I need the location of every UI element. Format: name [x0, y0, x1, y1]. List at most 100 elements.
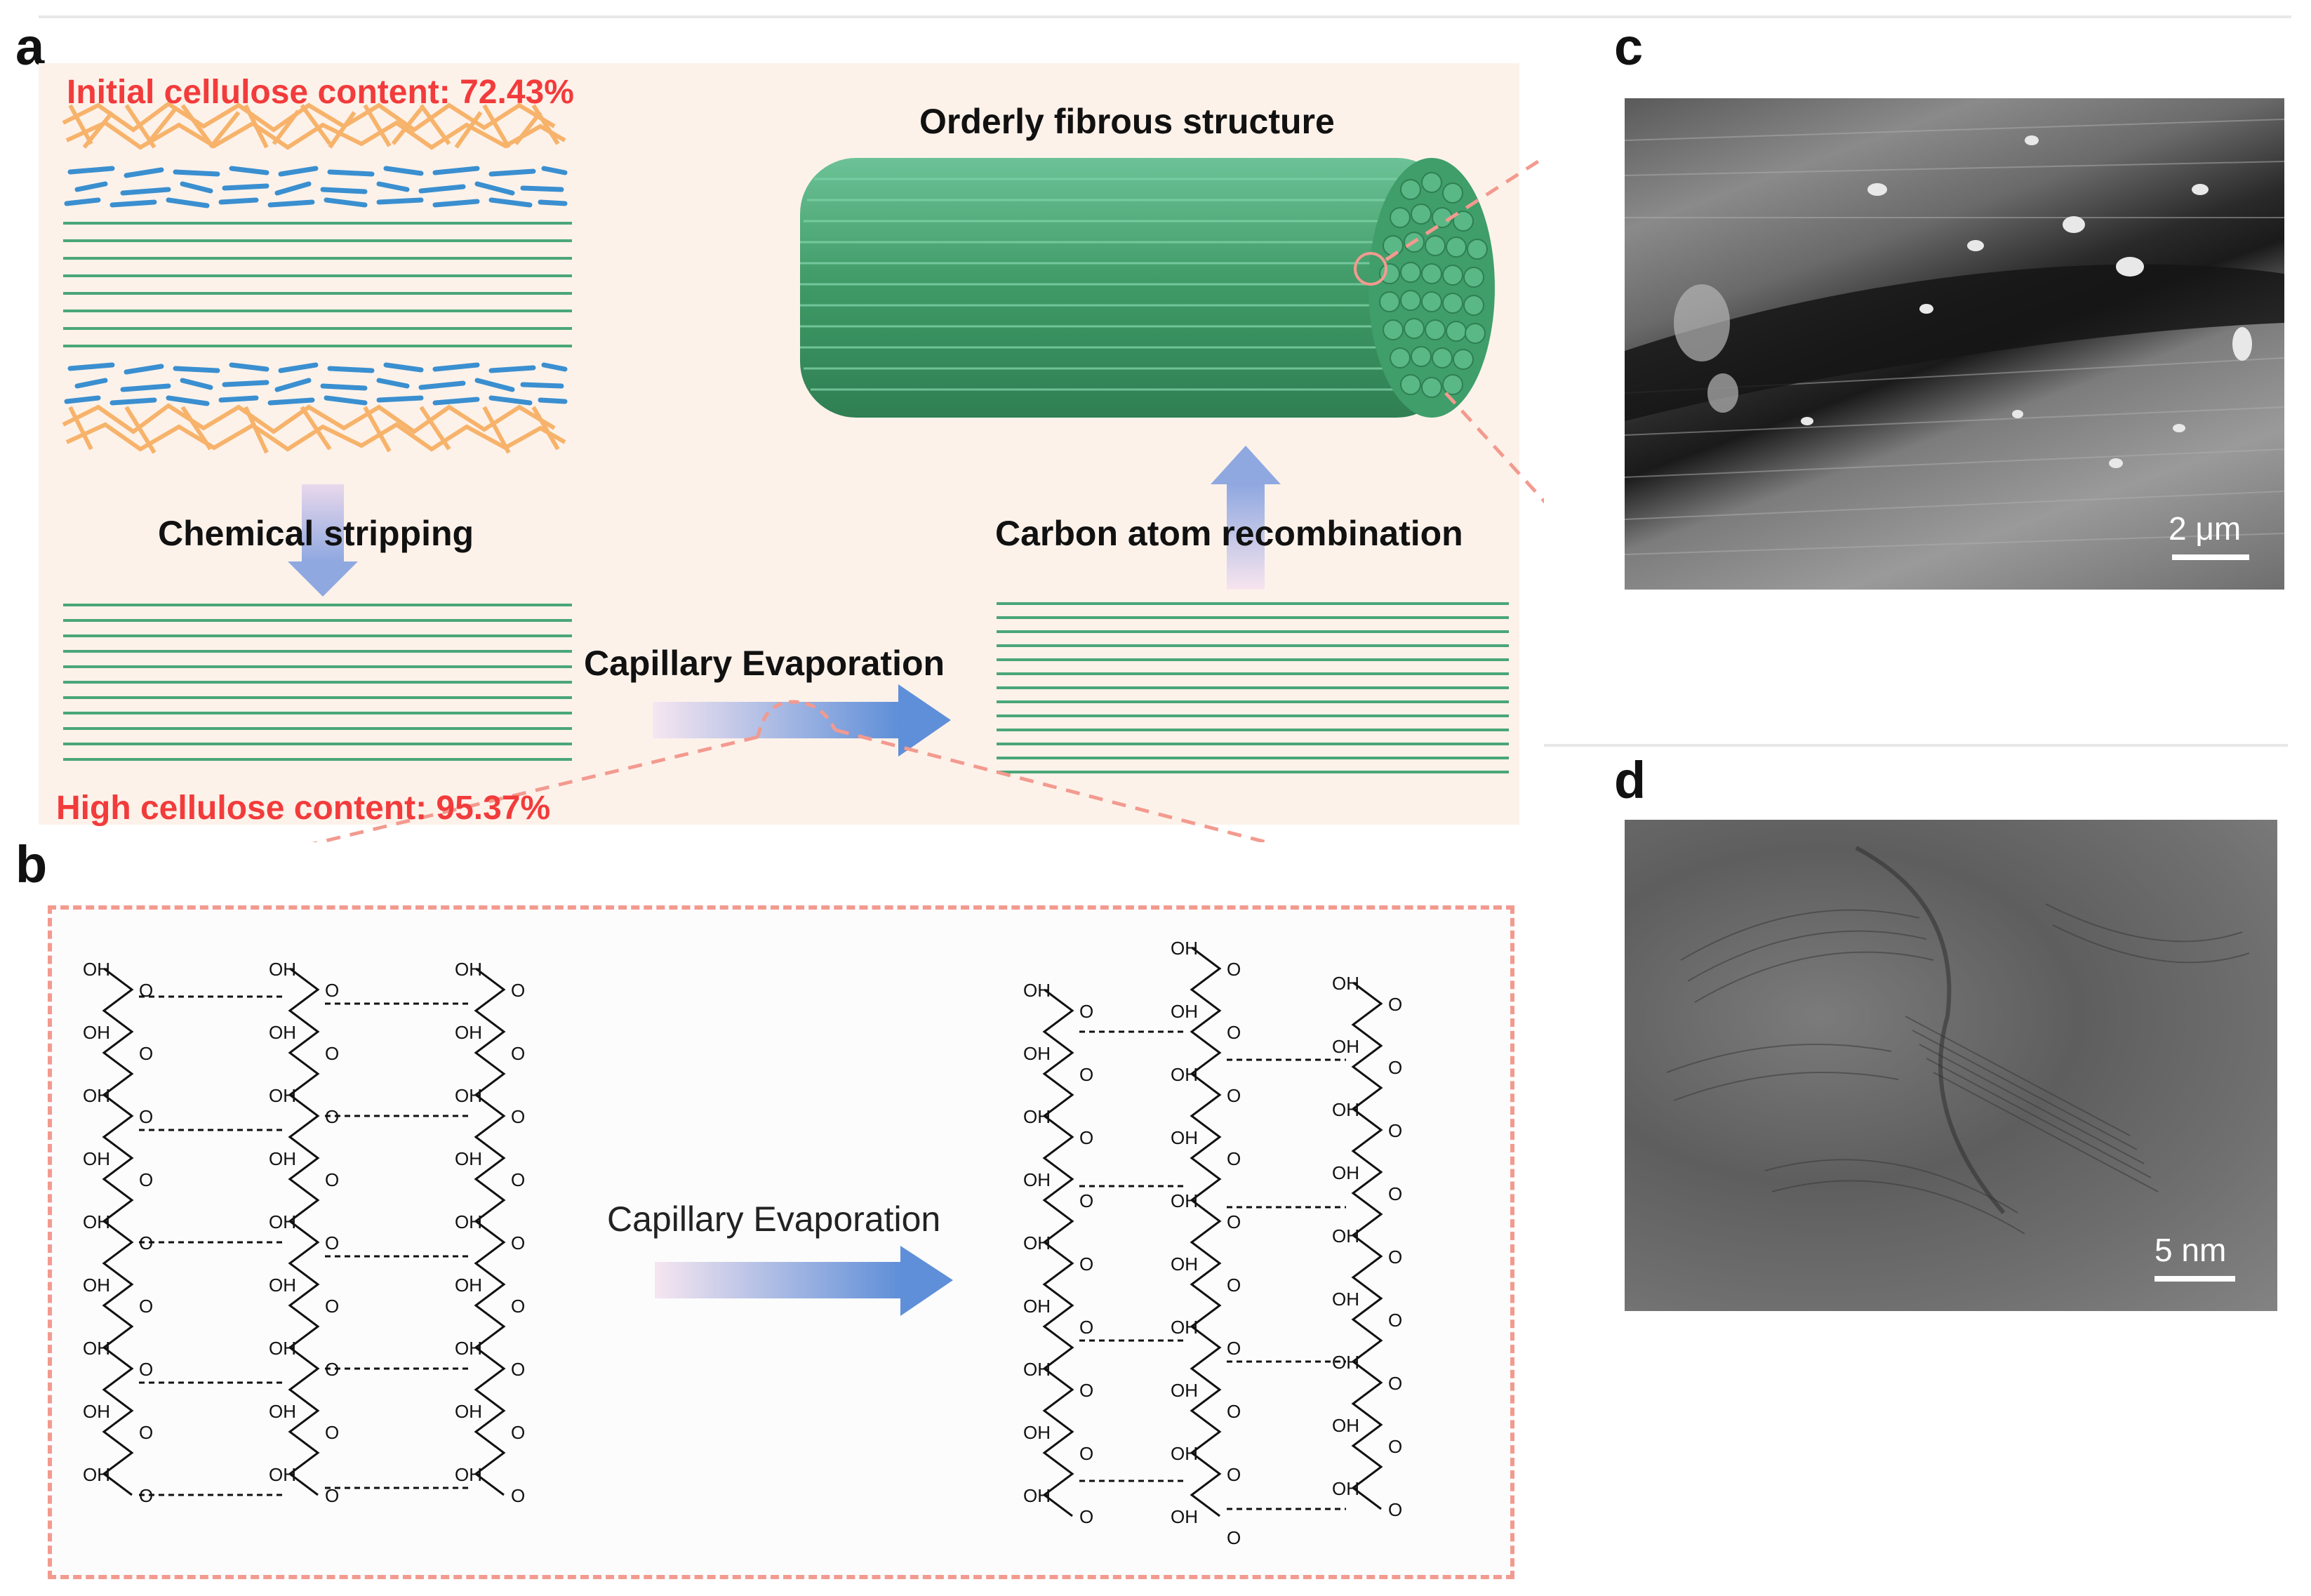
chemical-stripping-label: Chemical stripping [158, 514, 474, 553]
o-label: O [325, 1485, 339, 1506]
panel-a-graphic [62, 101, 1544, 842]
o-label: O [139, 1043, 153, 1064]
capillary-arrow-b [655, 1246, 953, 1316]
oh-label: OH [1332, 1289, 1359, 1310]
o-label: O [1079, 1253, 1093, 1275]
o-label: O [511, 1359, 525, 1380]
o-label: O [1388, 1057, 1402, 1078]
oh-label: OH [83, 1401, 110, 1422]
o-label: O [1388, 994, 1402, 1015]
oh-label: OH [83, 1211, 110, 1232]
oh-label: OH [1332, 1415, 1359, 1436]
oh-label: OH [455, 1401, 482, 1422]
oh-label: OH [269, 1148, 296, 1169]
o-label: O [325, 1422, 339, 1443]
oh-label: OH [269, 959, 296, 980]
o-label: O [1079, 1317, 1093, 1338]
up-arrow [1211, 446, 1281, 590]
o-label: O [511, 1106, 525, 1127]
o-label: O [1388, 1310, 1402, 1331]
cellulose-chains-right: OH O OH O OH O OH O OH O OH O OH O OH O OH O OH O OH O OH O OH O O… [1023, 938, 1402, 1548]
o-label: O [325, 1359, 339, 1380]
o-label: O [1227, 1085, 1241, 1106]
o-label: O [511, 1485, 525, 1506]
oh-label: OH [1171, 1064, 1198, 1085]
high-content-label: High cellulose content: 95.37% [56, 790, 551, 827]
oh-label: OH [1023, 1169, 1051, 1190]
o-label: O [325, 1043, 339, 1064]
hrtem-scale-label: 5 nm [2155, 1232, 2227, 1268]
o-label: O [511, 980, 525, 1001]
sem-scale-label: 2 μm [2169, 510, 2242, 547]
o-label: O [1388, 1499, 1402, 1520]
oh-label: OH [1023, 1485, 1051, 1506]
hemicellulose-bottom [64, 362, 568, 406]
orderly-structure-label: Orderly fibrous structure [919, 102, 1335, 141]
o-label: O [325, 1169, 339, 1190]
oh-label: OH [455, 1148, 482, 1169]
fiber-cylinder [800, 158, 1495, 418]
o-label: O [139, 1232, 153, 1253]
lignin-network-top [62, 101, 566, 150]
capillary-evaporation-b-label: Capillary Evaporation [607, 1199, 941, 1239]
oh-label: OH [1171, 1253, 1198, 1275]
oh-label: OH [1171, 938, 1198, 959]
o-label: O [1227, 1464, 1241, 1485]
initial-content-label: Initial cellulose content: 72.43% [67, 74, 574, 111]
hemicellulose-top [64, 166, 568, 208]
o-label: O [1079, 1001, 1093, 1022]
o-label: O [1079, 1380, 1093, 1401]
oh-label: OH [83, 959, 110, 980]
o-label: O [139, 1359, 153, 1380]
panel-d-letter: d [1614, 751, 1646, 809]
oh-label: OH [1332, 1036, 1359, 1057]
o-label: O [1388, 1246, 1402, 1268]
o-label: O [325, 1296, 339, 1317]
o-label: O [1388, 1373, 1402, 1394]
oh-label: OH [1332, 973, 1359, 994]
down-arrow [288, 484, 358, 597]
capillary-arrow-a [653, 684, 951, 757]
o-label: O [1388, 1436, 1402, 1457]
o-label: O [1227, 1401, 1241, 1422]
oh-label: OH [83, 1464, 110, 1485]
oh-label: OH [455, 1338, 482, 1359]
o-label: O [1079, 1443, 1093, 1464]
cellulose-lines-top [63, 222, 572, 347]
o-label: O [325, 1232, 339, 1253]
sem-image: 2 μm [1625, 98, 2284, 590]
o-label: O [325, 980, 339, 1001]
oh-label: OH [269, 1464, 296, 1485]
top-divider [39, 15, 2291, 18]
oh-label: OH [1023, 1106, 1051, 1127]
oh-label: OH [83, 1338, 110, 1359]
o-label: O [1079, 1190, 1093, 1211]
oh-label: OH [83, 1148, 110, 1169]
o-label: O [511, 1296, 525, 1317]
o-label: O [1388, 1183, 1402, 1204]
o-label: O [1227, 1211, 1241, 1232]
oh-label: OH [83, 1022, 110, 1043]
cellulose-chains-left: OH O OH O OH O OH O OH O OH O OH O OH O OH O OH O OH O OH O OH O O… [83, 959, 525, 1506]
o-label: O [1388, 1120, 1402, 1141]
o-label: O [139, 1169, 153, 1190]
oh-label: OH [1171, 1190, 1198, 1211]
cellulose-lines-recombined [997, 602, 1509, 773]
oh-label: OH [1171, 1380, 1198, 1401]
panel-b-frame [48, 905, 1514, 1579]
oh-label: OH [1171, 1317, 1198, 1338]
oh-label: OH [455, 1464, 482, 1485]
cellulose-lines-stripped [63, 604, 572, 761]
o-label: O [1079, 1506, 1093, 1527]
oh-label: OH [1023, 1232, 1051, 1253]
oh-label: OH [1023, 1296, 1051, 1317]
o-label: O [1227, 1022, 1241, 1043]
oh-label: OH [1332, 1162, 1359, 1183]
o-label: O [139, 1106, 153, 1127]
oh-label: OH [269, 1085, 296, 1106]
carbon-recombination-label: Carbon atom recombination [995, 514, 1463, 553]
